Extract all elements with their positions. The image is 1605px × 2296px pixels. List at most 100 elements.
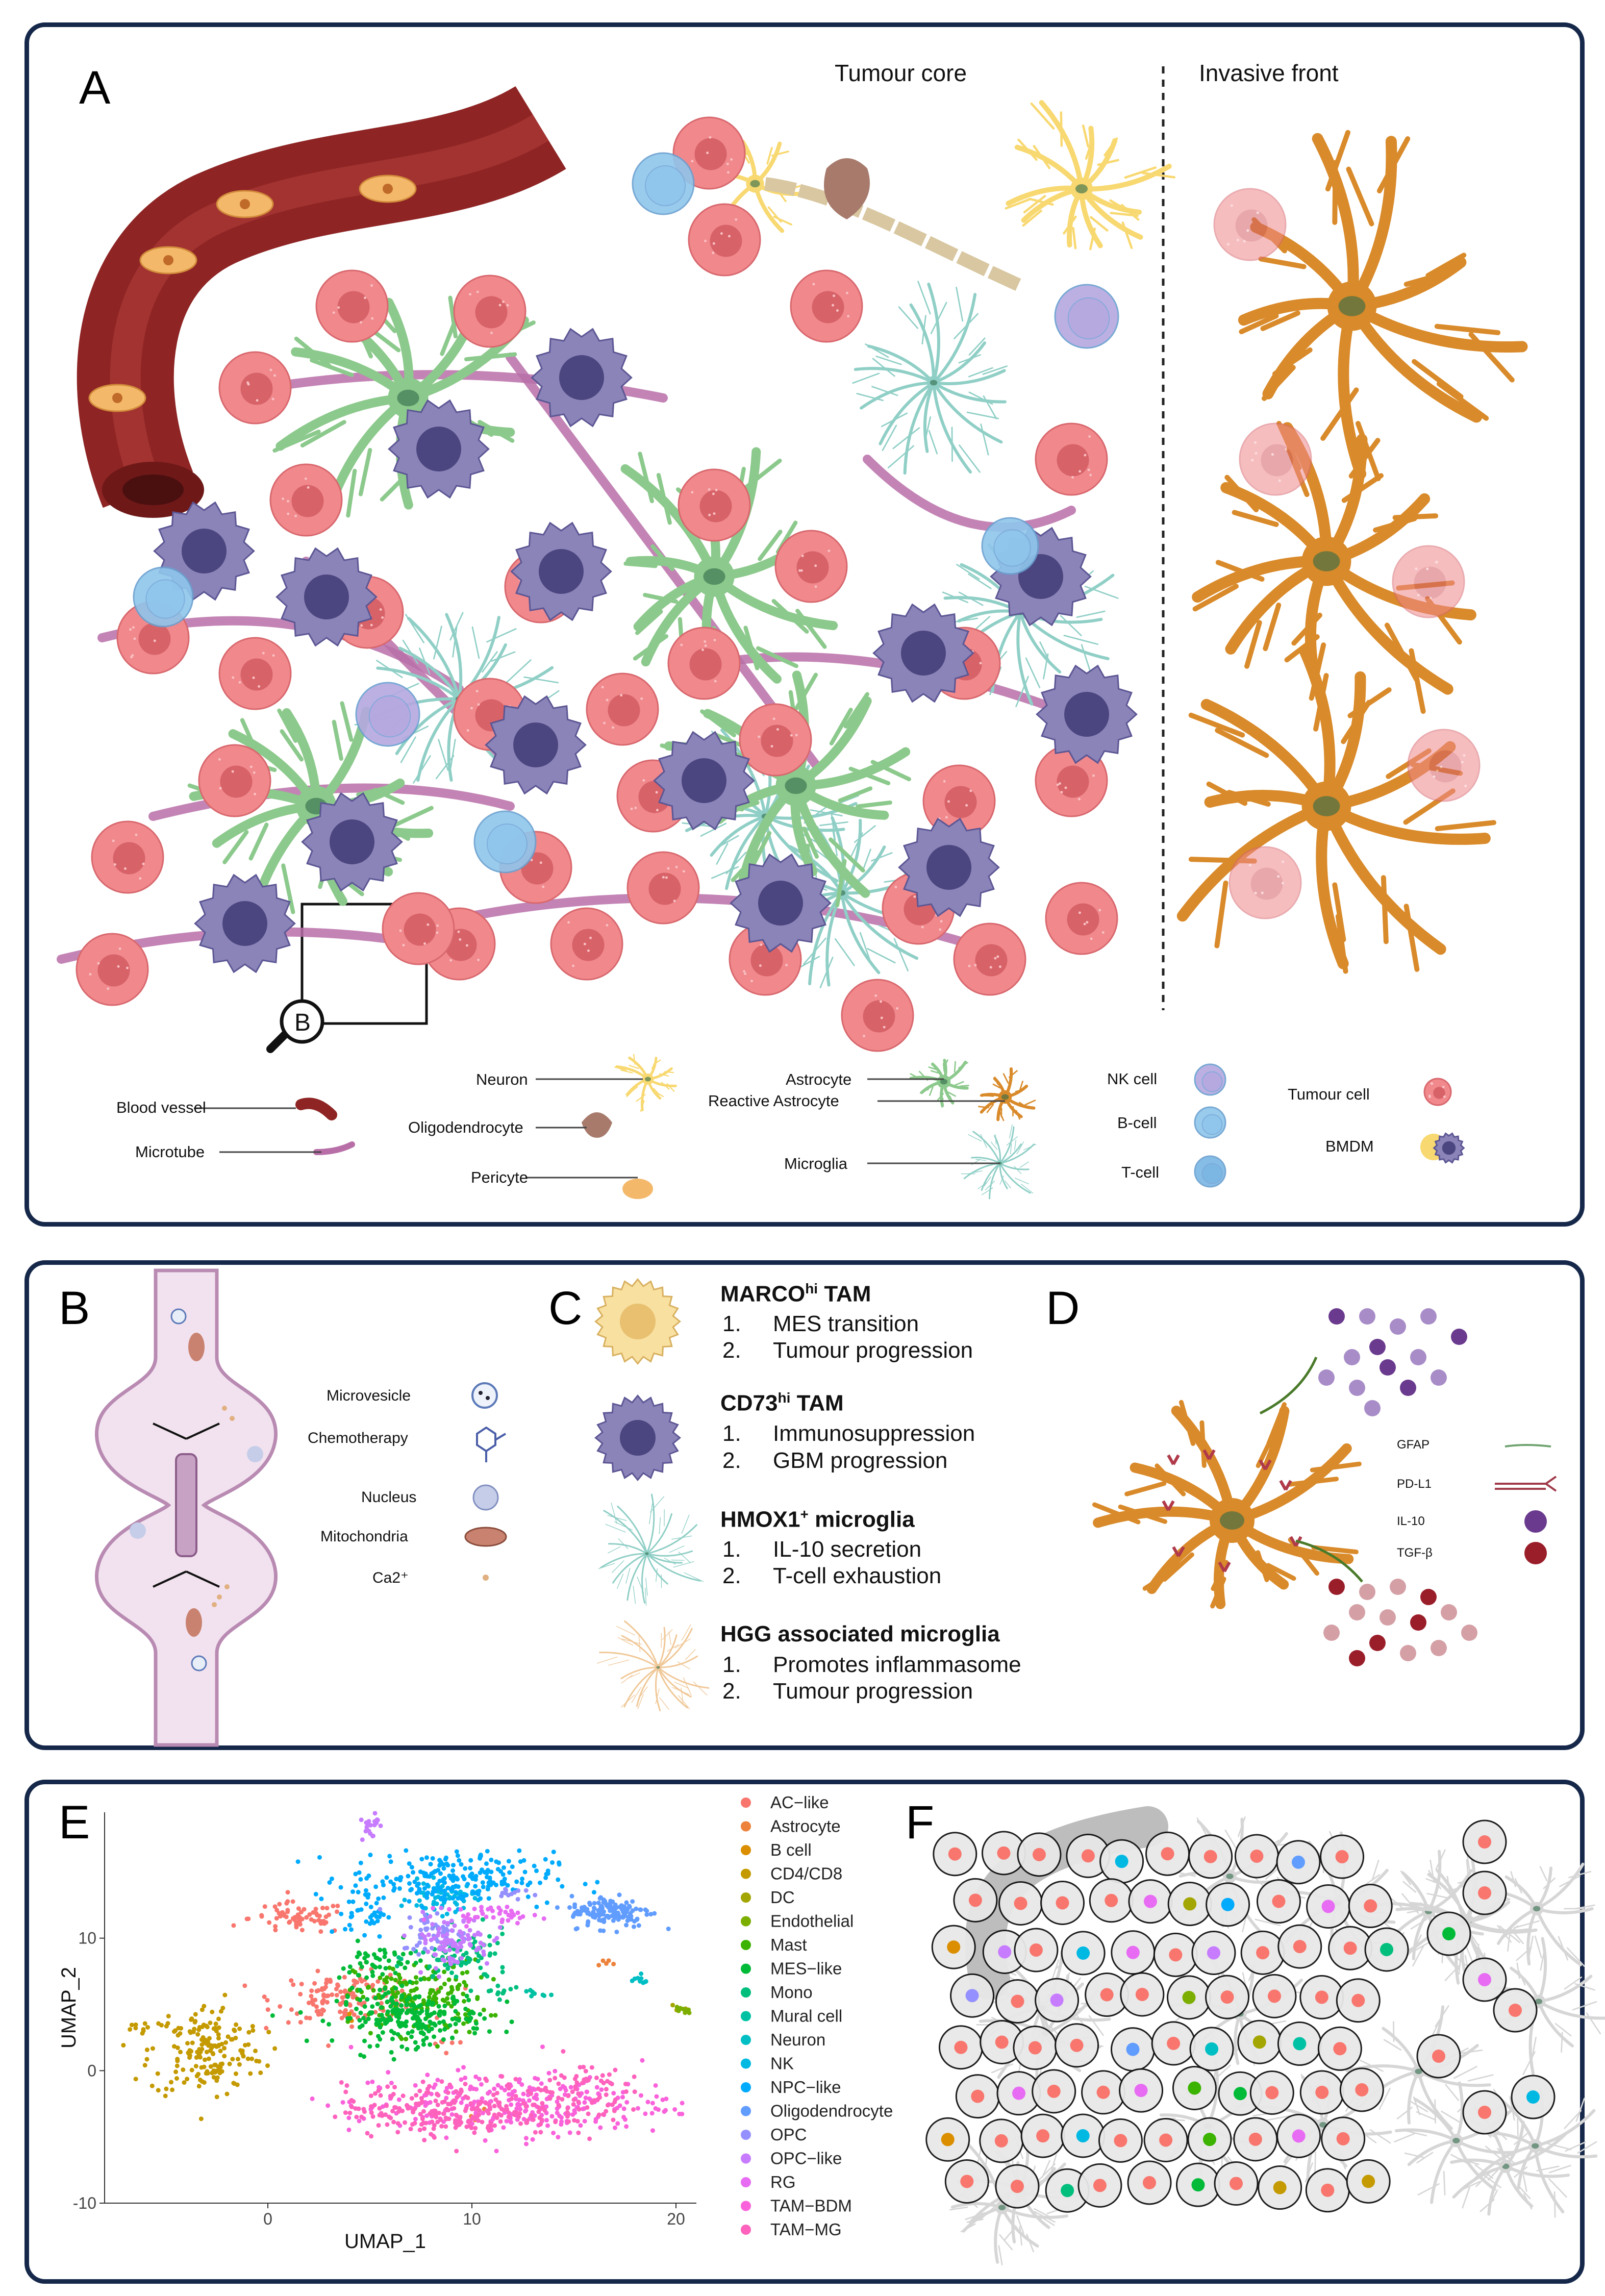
umap-point (465, 1933, 470, 1938)
umap-point (485, 1867, 490, 1873)
cd73-sup: hi (778, 1390, 791, 1406)
umap-point (454, 2089, 459, 2094)
umap-point (453, 1941, 458, 1946)
umap-point (507, 1870, 512, 1875)
marco-tam-icon (594, 1278, 681, 1365)
legend-oligodendrocyte: Oligodendrocyte (408, 1118, 523, 1136)
umap-point (521, 2091, 526, 2097)
umap-point (463, 1866, 468, 1871)
umap-point (215, 2075, 220, 2080)
umap-point (387, 1965, 392, 1970)
umap-point (196, 2072, 201, 2077)
umap-point (360, 2023, 365, 2028)
umap-point (289, 1978, 294, 1983)
umap-point (399, 1994, 405, 2000)
umap-point (492, 1951, 497, 1956)
umap-point (277, 1902, 282, 1907)
legend-bmdm: BMDM (1325, 1137, 1374, 1155)
umap-point (609, 2081, 614, 2086)
umap-point (190, 2040, 195, 2045)
umap-point (248, 2071, 253, 2076)
spatial-cell (1066, 1833, 1111, 1878)
umap-point (523, 1888, 529, 1893)
umap-point (362, 2000, 367, 2005)
umap-point (574, 2074, 579, 2079)
umap-point (630, 1899, 635, 1904)
umap-point (418, 2112, 423, 2117)
umap-point (334, 1999, 339, 2004)
spatial-cell (1081, 2070, 1126, 2115)
tgf-beta-particle (1380, 1609, 1396, 1626)
umap-point (576, 2100, 581, 2105)
umap-point (363, 1888, 368, 1893)
umap-point (394, 1877, 399, 1882)
umap-point (431, 2001, 436, 2006)
umap-point (159, 2023, 164, 2028)
umap-point (353, 2106, 358, 2111)
umap-point (612, 1904, 617, 1909)
umap-point (555, 1905, 560, 1910)
umap-point (396, 2097, 402, 2102)
umap-point (404, 2019, 409, 2024)
umap-point (526, 2098, 532, 2103)
umap-point (472, 1915, 478, 1920)
umap-point (625, 1918, 630, 1923)
umap-point (440, 1933, 445, 1938)
umap-point (518, 2121, 523, 2126)
spatial-cell (1111, 1930, 1156, 1975)
umap-point (459, 2077, 464, 2082)
legend-swatch (741, 1868, 751, 1879)
umap-point (373, 1884, 379, 1889)
umap-point (445, 1996, 450, 2001)
umap-point (224, 2091, 230, 2097)
spatial-cell (1320, 1834, 1365, 1879)
umap-point (452, 2100, 457, 2105)
umap-point (617, 2103, 622, 2108)
umap-point (331, 1904, 336, 1909)
umap-point (350, 1899, 356, 1904)
panel-d-illustration (1092, 1308, 1557, 1666)
umap-point (579, 1905, 584, 1910)
umap-point (423, 2016, 428, 2022)
umap-point (481, 2110, 486, 2115)
spatial-cell (1172, 2065, 1217, 2110)
umap-point (500, 1931, 505, 1936)
umap-point (417, 1898, 422, 1903)
umap-point (621, 1914, 626, 1919)
umap-point (442, 1888, 447, 1893)
umap-point (413, 2040, 418, 2045)
panel-a-illustration (57, 66, 1528, 1200)
umap-point (556, 2135, 561, 2140)
umap-point (231, 1923, 236, 1928)
umap-point (378, 2037, 383, 2042)
umap-point (509, 2119, 514, 2125)
umap-point (444, 2085, 449, 2090)
umap-point (199, 2007, 205, 2012)
umap-point (449, 1970, 454, 1975)
bmdm-cell (730, 853, 832, 953)
umap-point (496, 1860, 501, 1865)
b-cell (981, 517, 1039, 575)
umap-point (529, 1993, 534, 1999)
umap-point (355, 1938, 360, 1943)
spatial-cell (950, 1973, 995, 2018)
umap-point (423, 1926, 428, 1931)
umap-point (435, 2078, 440, 2083)
umap-point (415, 1876, 420, 1881)
chemotherapy-icon (476, 1426, 507, 1462)
umap-point (608, 1907, 613, 1912)
spatial-cell (1214, 2161, 1259, 2206)
umap-point (399, 1903, 404, 1908)
umap-point (191, 2029, 196, 2034)
umap-point (232, 2081, 237, 2086)
spatial-cell (1014, 1928, 1059, 1973)
umap-point (338, 1885, 343, 1890)
umap-point (237, 2062, 242, 2067)
umap-point (556, 2103, 561, 2108)
umap-point (430, 1926, 435, 1931)
umap-point (367, 2044, 372, 2049)
umap-point (380, 1879, 385, 1884)
umap-point (377, 1957, 382, 1962)
umap-point (348, 2044, 354, 2050)
umap-point (350, 1968, 355, 1973)
